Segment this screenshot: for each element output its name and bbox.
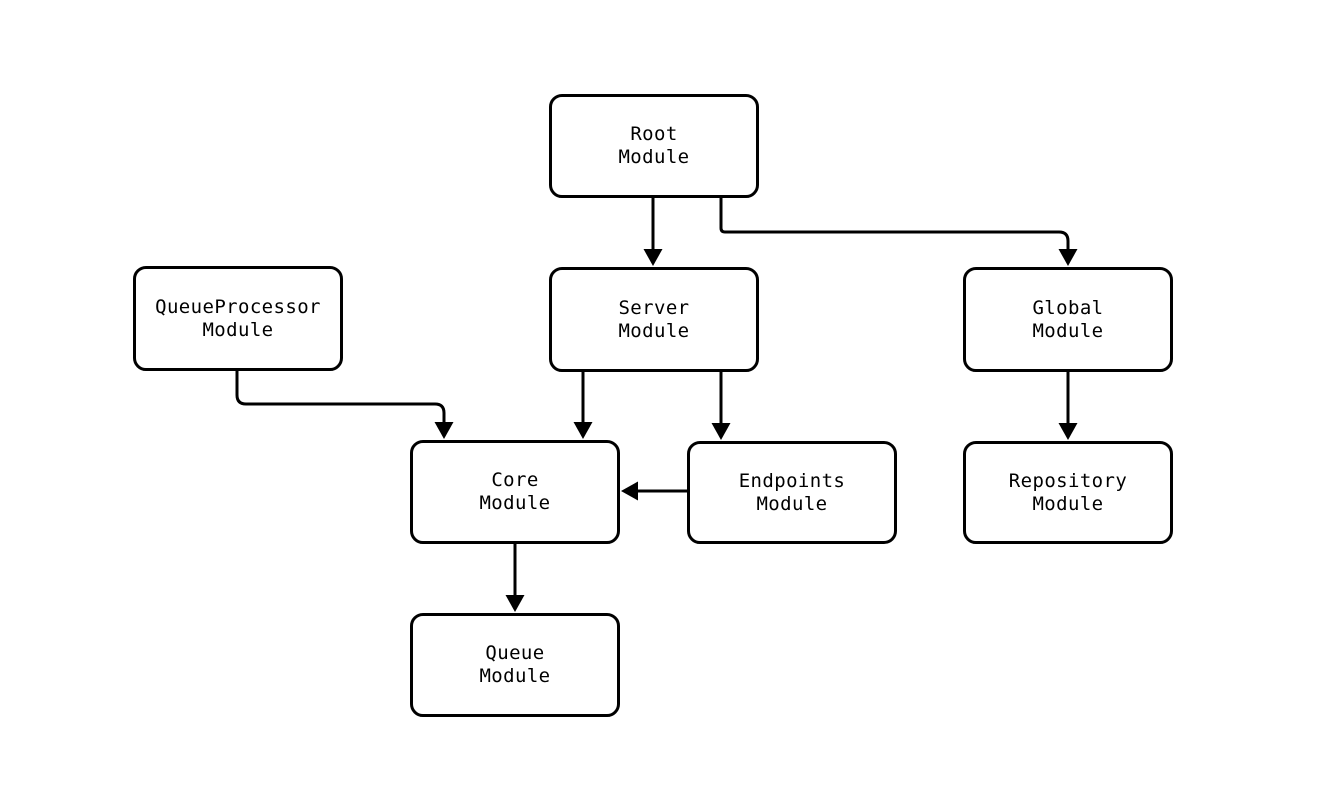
node-queue-module-label: Queue Module (479, 642, 551, 687)
node-core-module[interactable]: Core Module (410, 440, 620, 544)
node-endpoints-module[interactable]: Endpoints Module (687, 441, 897, 544)
node-repository-module-label: Repository Module (1008, 469, 1128, 515)
edge-server-core (573, 372, 593, 439)
edge-endpoints-core (621, 481, 687, 501)
node-server-module-label: Server Module (618, 296, 690, 342)
node-global-module-label: Global Module (1032, 296, 1104, 342)
node-endpoints-module-label: Endpoints Module (738, 469, 846, 515)
edge-root-global (719, 198, 1078, 266)
edge-core-queue (505, 544, 525, 612)
node-queue-module[interactable]: Queue Module (410, 613, 620, 717)
node-core-module-label: Core Module (479, 469, 551, 514)
node-queueprocessor-module-label: QueueProcessor Module (155, 295, 321, 341)
node-root-module[interactable]: Root Module (549, 94, 759, 198)
node-root-module-label: Root Module (618, 123, 690, 168)
edge-global-repository (1058, 372, 1078, 440)
node-queueprocessor-module[interactable]: QueueProcessor Module (133, 266, 343, 371)
edge-root-server (643, 198, 663, 266)
edge-queueprocessor-core (235, 371, 454, 439)
node-global-module[interactable]: Global Module (963, 267, 1173, 372)
node-server-module[interactable]: Server Module (549, 267, 759, 372)
edge-server-endpoints (711, 372, 731, 440)
node-repository-module[interactable]: Repository Module (963, 441, 1173, 544)
